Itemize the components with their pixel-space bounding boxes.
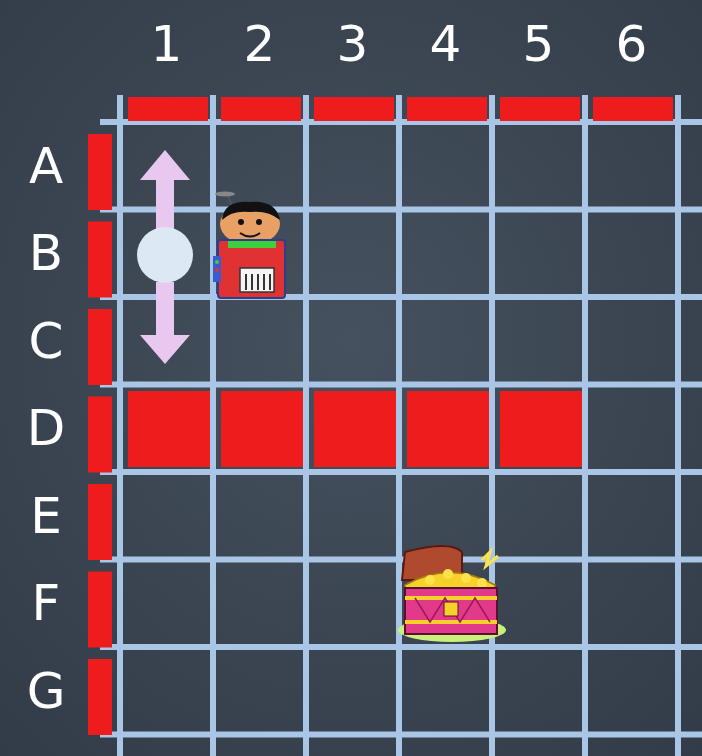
wall-block	[314, 97, 394, 121]
column-label: 3	[337, 19, 369, 69]
column-label: 1	[151, 19, 183, 69]
wall-block	[500, 391, 582, 467]
grid-line	[100, 557, 702, 563]
wall-block	[88, 659, 112, 735]
column-label: 6	[616, 19, 648, 69]
row-label: D	[27, 403, 66, 453]
wall-block	[88, 572, 112, 648]
grid-line	[489, 95, 495, 756]
row-label: G	[27, 666, 66, 716]
wall-block	[407, 97, 487, 121]
wall-block	[593, 97, 673, 121]
wall-block	[88, 134, 112, 210]
wall-block	[221, 391, 303, 467]
row-label: B	[29, 228, 63, 278]
column-label: 2	[244, 19, 276, 69]
grid-line	[100, 644, 702, 650]
wall-block	[407, 391, 489, 467]
grid-line	[117, 95, 123, 756]
grid-line	[100, 469, 702, 475]
wall-block	[500, 97, 580, 121]
row-label: F	[32, 578, 61, 628]
wall-block	[128, 391, 210, 467]
wall-block	[128, 97, 208, 121]
grid-line	[100, 207, 702, 213]
row-label: A	[29, 141, 63, 191]
row-label: C	[29, 316, 64, 366]
agent-marker	[137, 150, 193, 364]
column-label: 5	[523, 19, 555, 69]
grid-line	[100, 732, 702, 738]
wall-block	[314, 391, 396, 467]
grid-line	[100, 294, 702, 300]
grid-line	[396, 95, 402, 756]
wall-block	[88, 484, 112, 560]
grid-line	[100, 382, 702, 388]
grid-line	[675, 95, 681, 756]
column-label: 4	[430, 19, 462, 69]
wall-block	[88, 222, 112, 298]
treasure-chest	[398, 546, 506, 642]
wall-block	[221, 97, 301, 121]
robot-figure	[213, 192, 285, 299]
row-label: E	[30, 491, 62, 541]
grid-line	[303, 95, 309, 756]
wall-block	[88, 397, 112, 473]
wall-block	[88, 309, 112, 385]
grid-line	[582, 95, 588, 756]
